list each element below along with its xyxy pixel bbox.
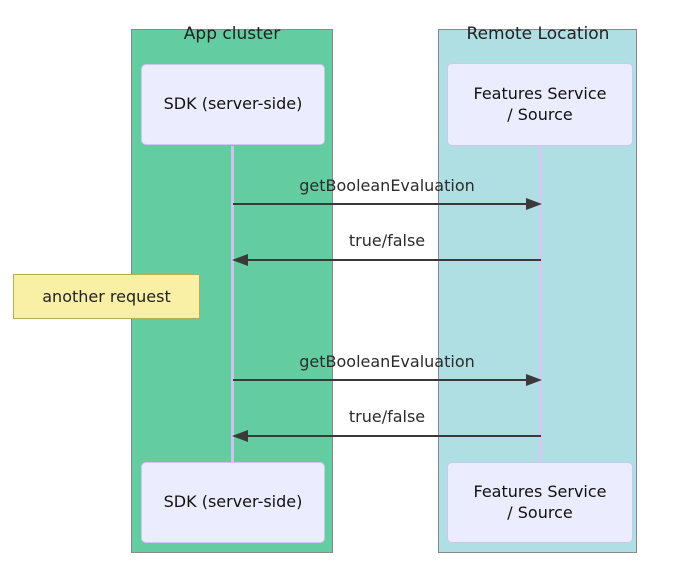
actor-label: SDK (server-side) xyxy=(163,94,303,114)
arrowhead-left-icon xyxy=(232,430,248,442)
message-line xyxy=(247,259,541,261)
actor-label: Features Service xyxy=(473,83,607,103)
app-cluster-title: App cluster xyxy=(183,24,281,44)
actor-label: / Source xyxy=(507,502,573,522)
actor-sdk-top: SDK (server-side) xyxy=(141,64,325,145)
actor-label: SDK (server-side) xyxy=(163,492,303,512)
message-label: getBooleanEvaluation xyxy=(299,352,475,371)
remote-location-title: Remote Location xyxy=(466,24,610,44)
message-label: true/false xyxy=(348,407,426,426)
arrowhead-right-icon xyxy=(526,374,542,386)
lifeline-features xyxy=(539,146,542,462)
message-line xyxy=(247,435,541,437)
actor-features-top: Features Service / Source xyxy=(447,63,633,146)
actor-label: Features Service xyxy=(473,481,607,501)
message-line xyxy=(233,203,528,205)
arrowhead-left-icon xyxy=(232,254,248,266)
lifeline-sdk xyxy=(231,146,234,462)
note-label: another request xyxy=(42,287,171,306)
arrowhead-right-icon xyxy=(526,198,542,210)
note-another-request: another request xyxy=(13,274,200,319)
actor-label: / Source xyxy=(507,104,573,124)
actor-features-bottom: Features Service / Source xyxy=(447,462,633,543)
message-label: getBooleanEvaluation xyxy=(299,176,475,195)
actor-sdk-bottom: SDK (server-side) xyxy=(141,462,325,543)
message-label: true/false xyxy=(348,231,426,250)
message-line xyxy=(233,379,528,381)
